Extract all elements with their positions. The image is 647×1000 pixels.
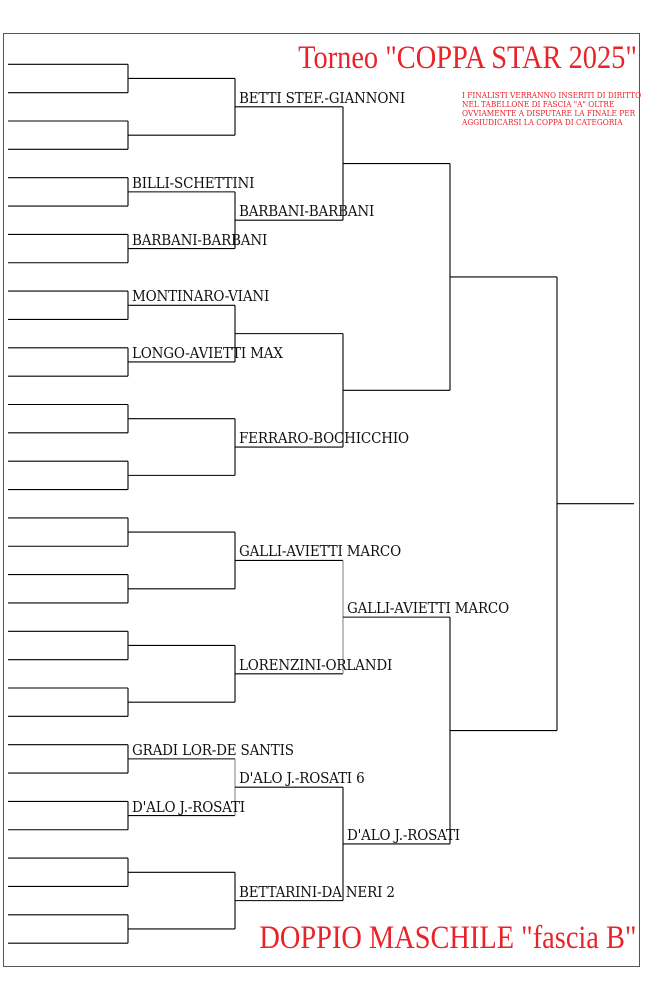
team-round3-4: GALLI-AVIETTI MARCO xyxy=(239,542,401,561)
note-line: I FINALISTI VERRANNO INSERITI DI DIRITTO xyxy=(462,91,642,100)
note-line: OVVIAMENTE A DISPUTARE LA FINALE PER xyxy=(462,109,636,118)
team-round4-3: D'ALO J.-ROSATI xyxy=(347,825,460,844)
bracket-frame xyxy=(3,33,640,967)
team-round3-3: FERRARO-BOCHICCHIO xyxy=(239,429,409,448)
team-round3-0: BETTI STEF.-GIANNONI xyxy=(239,88,405,107)
team-round4-2: GALLI-AVIETTI MARCO xyxy=(347,599,509,618)
team-round2-2: BILLI-SCHETTINI xyxy=(132,173,255,192)
tournament-title: Torneo "COPPA STAR 2025" xyxy=(298,40,637,76)
note-line: AGGIUDICARSI LA COPPA DI CATEGORIA xyxy=(462,118,623,127)
note-line: NEL TABELLONE DI FASCIA "A" OLTRE xyxy=(462,100,615,109)
team-round2-3: BARBANI-BARBANI xyxy=(132,230,268,249)
team-round3-5: LORENZINI-ORLANDI xyxy=(239,655,393,674)
team-round2-12: GRADI LOR-DE SANTIS xyxy=(132,740,294,759)
finalists-note: I FINALISTI VERRANNO INSERITI DI DIRITTO… xyxy=(462,91,642,127)
team-round3-7: BETTARINI-DA NERI 2 xyxy=(239,882,395,901)
category-title: DOPPIO MASCHILE "fascia B" xyxy=(259,920,637,956)
team-round3-1: BARBANI-BARBANI xyxy=(239,202,375,221)
team-round2-13: D'ALO J.-ROSATI xyxy=(132,797,245,816)
team-round2-5: LONGO-AVIETTI MAX xyxy=(132,343,283,362)
team-round2-4: MONTINARO-VIANI xyxy=(132,287,270,306)
team-round3-6: D'ALO J.-ROSATI 6 xyxy=(239,769,365,788)
